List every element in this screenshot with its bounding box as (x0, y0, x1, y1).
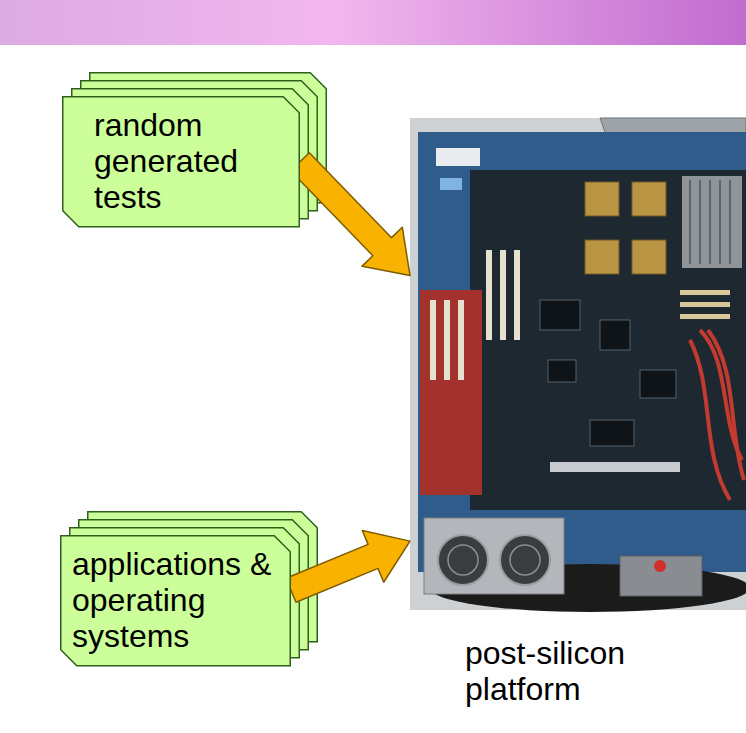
chips (540, 300, 676, 446)
pci-slots (430, 250, 520, 380)
heatsink (682, 176, 742, 268)
chip (600, 320, 630, 350)
cpu-socket (632, 182, 666, 216)
fin (719, 180, 721, 264)
platform-photo-node: post-silicon platform (410, 118, 746, 610)
fan-grill (448, 545, 478, 575)
cpu-socket (585, 240, 619, 274)
block-arrow (286, 530, 410, 602)
photo-caption: post-silicon platform (465, 636, 675, 708)
chip (548, 360, 576, 382)
chip (540, 300, 580, 330)
card-outline (61, 536, 291, 666)
memory-slots (680, 290, 730, 319)
red-cables (690, 330, 744, 500)
red-board (420, 290, 482, 495)
pci-slot (444, 300, 450, 380)
pci-slot (486, 250, 492, 340)
card-text: applications & operating systems (72, 547, 277, 654)
cable (690, 340, 730, 500)
memory-slot (680, 314, 730, 319)
header-band (0, 0, 746, 45)
ribbon-cable (550, 462, 680, 472)
test-card: applications & operating systems (60, 535, 291, 666)
block-arrow (291, 153, 410, 276)
memory-slot (680, 290, 730, 295)
pci-slot (514, 250, 520, 340)
pci-slot (458, 300, 464, 380)
fan (500, 535, 550, 585)
chip (590, 420, 634, 446)
card-outline (63, 97, 300, 227)
fans (438, 535, 550, 585)
blue-panel (418, 132, 746, 572)
cpu-sockets (585, 182, 666, 274)
pci-slot (500, 250, 506, 340)
card-text: random generated tests (94, 108, 274, 215)
fin (689, 180, 691, 264)
fin (709, 180, 711, 264)
memory-slot (680, 302, 730, 307)
fan-grill (510, 545, 540, 575)
panel-sticker (440, 178, 462, 190)
photo-ground (410, 118, 746, 610)
panel-label (436, 148, 480, 166)
fin (699, 180, 701, 264)
red-button (654, 560, 666, 572)
chip (640, 370, 676, 398)
cpu-socket (632, 240, 666, 274)
pci-slot (430, 300, 436, 380)
platform-photo (410, 118, 746, 612)
heatsink-fins (690, 180, 730, 264)
fin (729, 180, 731, 264)
motherboard (470, 170, 746, 510)
cpu-socket (585, 182, 619, 216)
test-card: random generated tests (62, 96, 300, 227)
control-box (620, 556, 702, 596)
power-supply (424, 518, 564, 594)
fan (438, 535, 488, 585)
